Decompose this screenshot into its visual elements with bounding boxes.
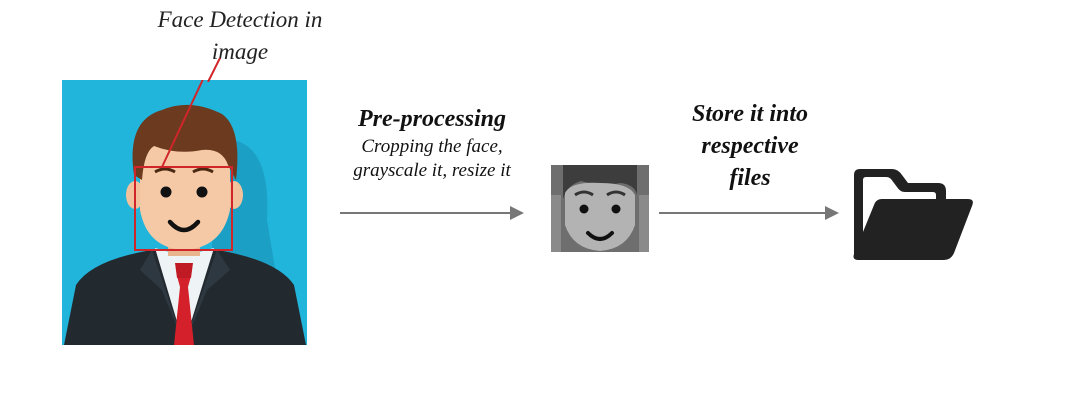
arrow-to-face — [340, 206, 524, 220]
store-line-3: files — [729, 165, 771, 191]
store-line-1: Store it into — [691, 101, 809, 127]
right-eye — [196, 186, 208, 198]
caption-line-2: image — [211, 39, 269, 64]
caption-line-1: Face Detection in — [157, 7, 323, 32]
smile — [167, 219, 201, 233]
gray-face — [565, 182, 635, 251]
person-portrait-icon — [62, 80, 307, 345]
preprocessing-title: Pre-processing — [358, 106, 506, 132]
store-line-2: respective — [701, 133, 799, 159]
folder-open-icon — [853, 169, 973, 260]
face — [140, 138, 230, 250]
grayscale-face-icon — [551, 165, 649, 252]
detection-pointer-line — [161, 80, 204, 168]
store-label-group: Store it into respective files — [645, 98, 855, 194]
preprocessing-line-2: grayscale it, resize it — [353, 160, 511, 181]
preprocessing-label-group: Pre-processing Cropping the face, graysc… — [322, 106, 542, 183]
gray-hair — [563, 165, 637, 199]
arrow-to-folder — [659, 206, 839, 220]
folder-front — [853, 199, 973, 260]
preprocessing-line-1: Cropping the face, — [361, 136, 503, 157]
pointer-line-extension — [207, 58, 221, 82]
tie — [174, 276, 194, 345]
arrow-head — [825, 206, 839, 220]
face-detection-box — [134, 166, 233, 251]
left-eye — [160, 186, 172, 198]
face-detection-caption: Face Detection in image — [130, 4, 350, 68]
hair — [132, 104, 238, 180]
arrow-head — [510, 206, 524, 220]
